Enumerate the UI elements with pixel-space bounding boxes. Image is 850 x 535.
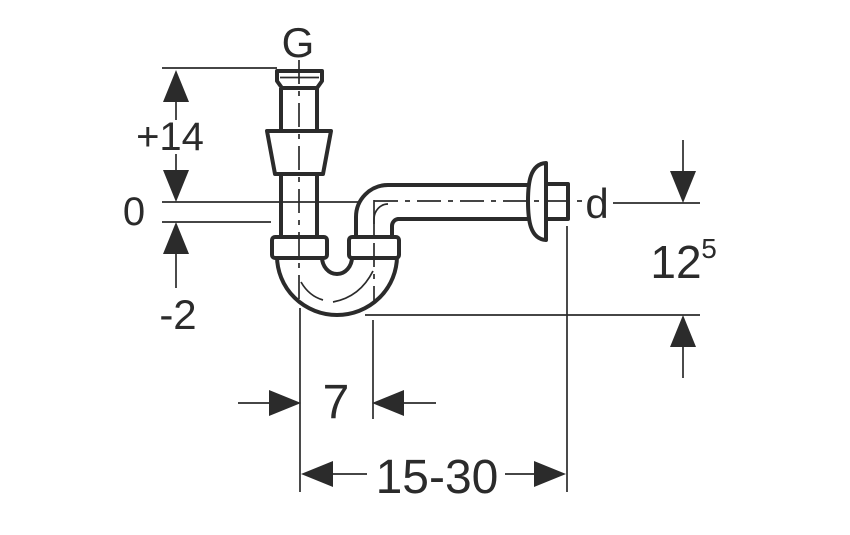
arrow-up-icon bbox=[163, 222, 189, 254]
wall-distance-label: 15-30 bbox=[376, 451, 499, 504]
centerlines bbox=[298, 60, 584, 301]
u-bend-inner-wall bbox=[320, 256, 354, 276]
outlet-offset-label: 7 bbox=[323, 376, 350, 429]
dimension-minus2 bbox=[163, 222, 189, 288]
outlet-elbow-and-pipe bbox=[354, 183, 531, 241]
dimension-plus14 bbox=[163, 70, 189, 202]
arrow-down-icon bbox=[163, 170, 189, 202]
dimension-outlet-offset bbox=[238, 390, 436, 416]
arrow-right-icon bbox=[534, 461, 566, 487]
arrow-up-icon bbox=[163, 70, 189, 102]
trap-depth-superscript: 5 bbox=[701, 233, 717, 264]
dimension-wall-distance bbox=[301, 461, 566, 487]
u-bend-outer-wall bbox=[275, 255, 399, 317]
outlet-pipe-drawing bbox=[354, 183, 531, 241]
u-bend-reflection-arc-right bbox=[332, 270, 374, 303]
level-zero-label: 0 bbox=[123, 190, 145, 234]
level-plus14-label: +14 bbox=[136, 115, 204, 159]
extension-lines bbox=[162, 67, 700, 492]
arrow-up-icon bbox=[670, 315, 696, 347]
outlet-diameter-label: d bbox=[585, 180, 608, 227]
arrow-right-icon bbox=[269, 390, 301, 416]
dimension-trap-depth bbox=[670, 140, 696, 378]
connection-thread-label: G bbox=[282, 19, 315, 66]
u-bend-reflection-arc-left bbox=[300, 281, 324, 301]
arrow-left-icon bbox=[301, 461, 333, 487]
arrow-down-icon bbox=[670, 171, 696, 203]
trap-u-bend-drawing bbox=[270, 235, 401, 317]
u-bend-fill bbox=[277, 256, 397, 315]
arrow-left-icon bbox=[372, 390, 404, 416]
level-minus2-label: -2 bbox=[159, 291, 196, 338]
trap-depth-label: 12 bbox=[650, 236, 701, 288]
